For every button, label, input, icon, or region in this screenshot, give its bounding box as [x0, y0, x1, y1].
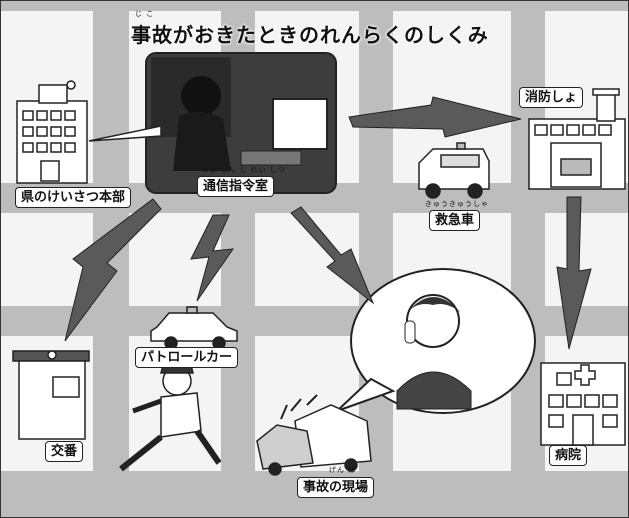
- police-hq-building: [16, 80, 88, 184]
- title-ruby: じ こ: [135, 10, 155, 18]
- arrow-caller-to-room: [290, 206, 375, 305]
- patrol-car: [150, 306, 238, 350]
- hospital-building: [540, 362, 626, 446]
- label-police-hq: 県のけいさつ本部: [15, 187, 132, 208]
- communication-arrows: [64, 96, 592, 350]
- police-officer: [119, 364, 222, 472]
- label-comm-room: 通信指令室: [197, 176, 275, 197]
- caller-bubble: [336, 268, 536, 414]
- label-fire-station: 消防しょ: [519, 87, 584, 108]
- label-hospital: 病院: [549, 445, 588, 466]
- fire-station-building: [528, 88, 626, 190]
- diagram-title: 事故がおきたときのれんらくのしくみ: [131, 23, 489, 47]
- comm-room-scene: [88, 52, 337, 194]
- label-ambulance: 救急車: [429, 210, 481, 231]
- arrow-fire-to-hospital: [556, 196, 592, 350]
- label-patrol-car: パトロールカー: [135, 347, 239, 368]
- arrow-hq-to-koban: [64, 198, 162, 342]
- ambulance-vehicle: [418, 142, 490, 199]
- comm-room-ruby: つう しん し れい しつ: [201, 166, 286, 174]
- koban-building: [12, 350, 90, 440]
- ambulance-ruby: きゅうきゅうしゃ: [425, 200, 489, 208]
- label-koban: 交番: [45, 441, 84, 462]
- accident-scene: [256, 394, 372, 476]
- accident-site-ruby: げん ば: [329, 466, 357, 474]
- arrow-room-to-patrol: [190, 214, 235, 302]
- label-accident-site: 事故の現場: [297, 477, 375, 498]
- arrow-room-to-fire: [348, 96, 522, 138]
